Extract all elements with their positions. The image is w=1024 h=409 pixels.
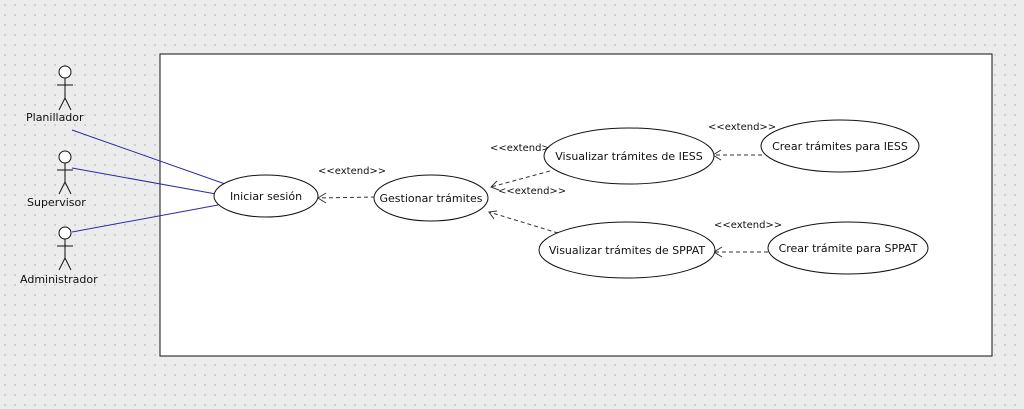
use-case-label-gestionar-tramites: Gestionar trámites (379, 192, 482, 205)
actor-supervisor[interactable] (57, 150, 73, 195)
actor-label-planillador: Planillador (26, 111, 84, 124)
use-case-label-iniciar-sesion: Iniciar sesión (230, 190, 302, 203)
use-case-gestionar-tramites[interactable]: Gestionar trámites (373, 174, 489, 222)
association-administrador[interactable] (71, 204, 219, 233)
extend-label-2: <<extend>> (490, 143, 558, 154)
arrowhead-gestionar-1 (490, 180, 500, 191)
use-case-label-crear-sppat: Crear trámite para SPPAT (779, 242, 918, 255)
association-supervisor[interactable] (71, 167, 217, 195)
use-case-label-visualizar-sppat: Visualizar trámites de SPPAT (549, 244, 706, 257)
use-case-crear-iess[interactable]: Crear trámites para IESS (760, 119, 920, 173)
use-case-label-crear-iess: Crear trámites para IESS (772, 140, 908, 153)
extend-iess-to-gestionar[interactable] (490, 170, 551, 188)
actor-administrador[interactable] (57, 226, 73, 271)
use-case-crear-sppat[interactable]: Crear trámite para SPPAT (767, 221, 929, 275)
extend-sppat-to-gestionar[interactable] (488, 211, 559, 234)
use-case-iniciar-sesion[interactable]: Iniciar sesión (213, 174, 319, 218)
use-case-label-visualizar-iess: Visualizar trámites de IESS (555, 150, 703, 163)
extend-label-5: <<extend>> (714, 220, 782, 231)
association-planillador[interactable] (71, 129, 229, 186)
actor-label-supervisor: Supervisor (27, 196, 86, 209)
use-case-visualizar-sppat[interactable]: Visualizar trámites de SPPAT (538, 221, 716, 279)
extend-label-4: <<extend>> (708, 122, 776, 133)
arrowhead-gestionar-2 (488, 210, 498, 220)
use-case-visualizar-iess[interactable]: Visualizar trámites de IESS (543, 127, 715, 185)
extend-gestionar-to-iniciar[interactable] (317, 196, 376, 199)
actor-planillador[interactable] (57, 65, 73, 111)
extend-label-3: <<extend>> (498, 186, 566, 197)
extend-label-1: <<extend>> (318, 166, 386, 177)
actor-label-administrador: Administrador (20, 273, 98, 286)
